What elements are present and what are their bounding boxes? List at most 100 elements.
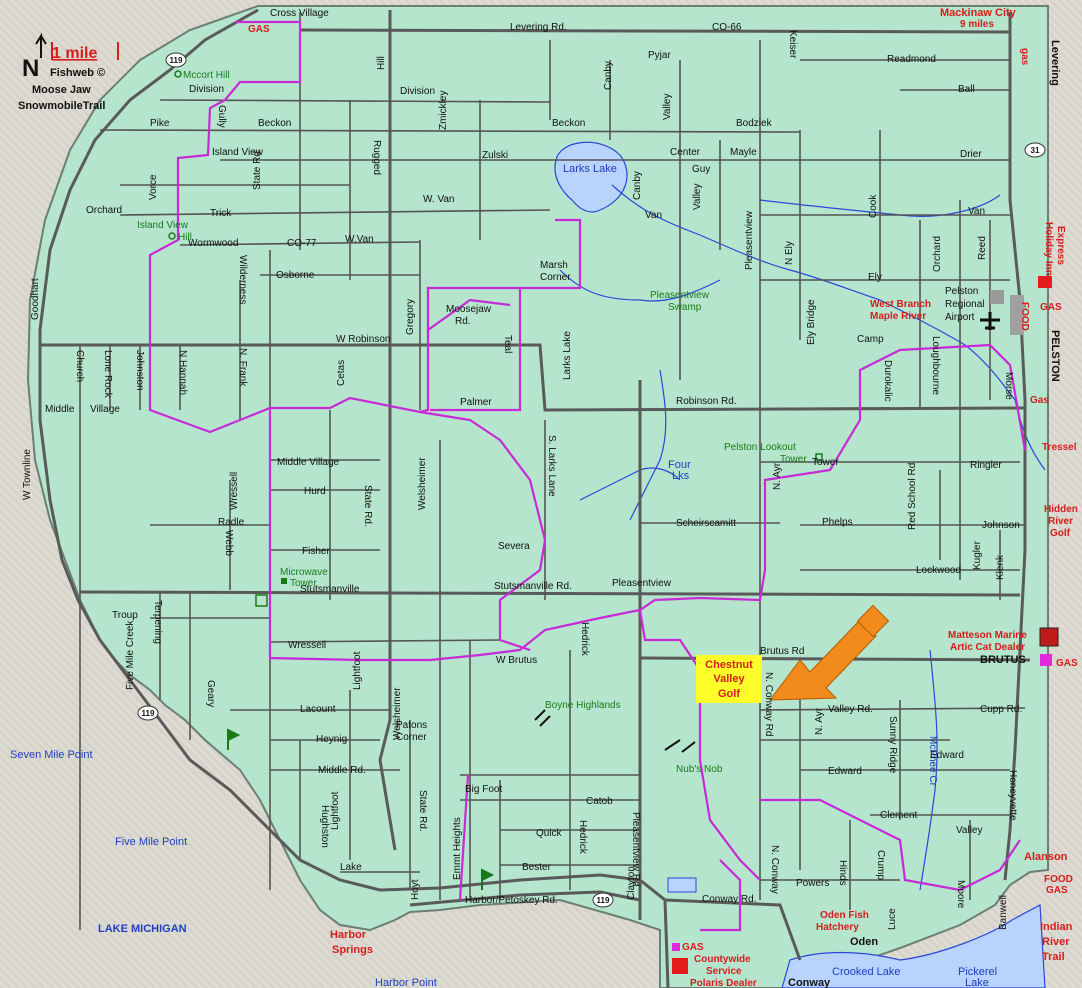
road-division-1: Division [189,84,224,95]
road-state-3: State Rd. [417,790,428,832]
chestnut-valley-golf[interactable]: Chestnut Valley Golf [696,655,762,703]
map-legend: N 1 mile Fishweb © Moose Jaw SnowmobileT… [18,32,119,112]
road-conway: Conway Rd. [702,894,756,905]
indian-river-label-1: Indian [1040,921,1073,933]
road-camp: Camp [857,334,884,345]
road-lake: Lake [340,862,362,873]
island-view-hill-label-1: Island View [137,220,189,231]
road-w-van-1: W. Van [423,194,455,205]
road-division-2: Division [400,86,435,97]
mccort-hill-marker [174,70,182,78]
road-hedrick-2: Hedrick [577,820,588,855]
trail-name-1: Moose Jaw [32,84,91,96]
road-emmt-heights: Emmt Heights [452,817,463,880]
road-robinson: Robinson Rd. [676,396,737,407]
west-branch-label-1: West Branch [870,299,931,310]
road-trick: Trick [210,208,232,219]
road-bester: Bester [522,862,552,873]
road-pike: Pike [150,118,170,129]
harbor-point-label: Harbor Point [375,977,437,988]
lookout-tower-marker [815,453,823,461]
road-banwell: Banwell [998,895,1009,930]
road-n-frank: N. Frank [237,348,248,387]
matteson-marker [1039,627,1059,647]
road-wilderness: Wilderness [237,255,248,304]
m119-shield-3: 119 [592,892,614,908]
road-valley-3: Valley [956,825,983,836]
road-larks-lake: Larks Lake [562,331,573,380]
us31-shield: 31 [1024,142,1046,158]
oden-fish-label-2: Hatchery [816,922,859,933]
road-tower: Tower [812,457,839,468]
levering-road [299,28,1011,34]
airport-label-1: Pelston [945,286,978,297]
road-geary: Geary [205,680,216,707]
microwave-tower-marker [281,578,287,584]
airplane-icon [980,312,1000,330]
road-scheirscamitt: Scheirscamitt [676,518,736,529]
road-co77: CO-77 [287,238,317,249]
place-patons-corner-1: Patons [396,720,427,731]
road-hill: Hill [376,56,387,70]
crooked-lake [781,904,1046,988]
road-morse: Morse [1003,372,1014,400]
pleasentview-swamp-label-2: Swamp [668,302,702,313]
place-cross-village: Cross Village [270,8,329,19]
north-label: N [22,55,39,82]
road-w-townline: W Townline [22,449,33,500]
gas-brutus: GAS [1056,658,1078,669]
place-middle-village-1: Middle [45,404,75,415]
road-n-conway-1: N. Conway Rd [763,672,774,736]
holiday-inn-marker [1038,276,1052,288]
road-edward-2: Edward [930,750,964,761]
road-palmer: Palmer [460,397,492,408]
road-johnson: Johnson [982,520,1020,531]
ski-icon-2 [664,739,696,753]
chestnut-label-3: Golf [718,688,740,700]
road-moosejaw-1: Moosejaw [446,304,492,315]
road-n-conway-2: N. Conway [769,845,780,894]
road-cook: Cook [868,194,879,218]
road-webb: Webb [223,530,234,556]
snowmobile-trails [148,20,1027,932]
road-teal: Teal [502,335,513,353]
road-center: Center [670,147,701,158]
place-alanson: Alanson [1024,851,1068,863]
road-ely-bridge: Ely Bridge [806,299,817,345]
water-labels: LAKE MICHIGAN Larks Lake Crooked Lake Pi… [10,163,997,988]
road-rugged: Rugged [371,140,382,175]
gas-pelston-lower: Gas [1030,395,1049,406]
food-alanson: FOOD [1044,874,1073,885]
road-valley-rd: Valley Rd. [828,704,873,715]
road-big-foot: Big Foot [465,784,502,795]
four-lakes-label-1: Four [668,459,691,471]
gas-alanson: GAS [1046,885,1068,896]
food-marker-pelston [1010,295,1024,335]
road-johnston: Johnston [134,350,145,391]
m119-shield-1: 119 [165,52,187,68]
road-van-1: Van [645,210,662,221]
road-zmickley: Zmickley [438,91,449,130]
road-red-school: Red School Rd [907,463,918,530]
road-lughburne: Loughbourne [930,336,941,395]
holiday-inn-label-2: Express [1055,226,1066,265]
airport-marker [990,290,1004,304]
road-van-2: Van [968,206,985,217]
square-marker [255,594,268,607]
road-church: Church [74,350,85,382]
business-labels: GAS gas GAS Gas FOOD Holiday Inn Express… [248,24,1078,988]
road-vorce: Vorce [148,174,159,200]
minor-roads [79,12,1026,930]
place-brutus: BRUTUS [980,654,1026,666]
road-wressell-2: Wressell [288,640,326,651]
credit-label: Fishweb © [50,67,105,79]
island-view-hill-label-2: Hill [178,232,192,243]
m119-shield-2: 119 [137,705,159,721]
road-terpening: Terpening [152,600,163,644]
golf-pointer-arrow [768,604,890,701]
road-edward-1: Edward [828,766,862,777]
road-canby-1: Canby [603,61,614,90]
road-zulski: Zulski [482,150,508,161]
road-welsheimer-1: Welsheimer [417,457,428,510]
